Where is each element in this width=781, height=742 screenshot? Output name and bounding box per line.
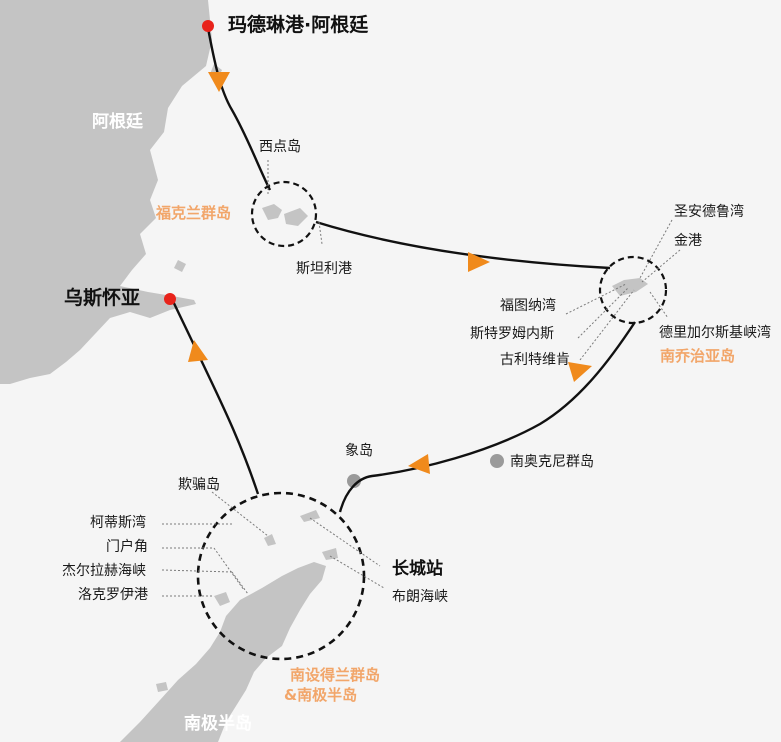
- south-shetland-region-label: 南设得兰群岛: [290, 666, 381, 684]
- portal-point-label: 门户角: [106, 539, 148, 555]
- route-arrow: [568, 362, 592, 382]
- south-shetland-region-circle: [196, 491, 366, 661]
- bransfield-label: 布朗海峡: [392, 589, 448, 605]
- south-shetland-island: [322, 548, 338, 560]
- south-shetland-region-label-2: &南极半岛: [284, 686, 358, 704]
- elephant-island-dot: [347, 474, 361, 488]
- south-georgia-island: [612, 278, 648, 296]
- lockroy-label: 洛克罗伊港: [78, 587, 148, 603]
- cierva-label: 柯蒂斯湾: [90, 515, 146, 531]
- south-america-landmass: [0, 0, 212, 384]
- falklands-region-label: 福克兰群岛: [156, 204, 232, 222]
- south-orkney-label: 南奥克尼群岛: [510, 454, 594, 470]
- falkland-islands: [284, 208, 308, 226]
- drygalski-label: 德里加尔斯基峡湾: [659, 325, 771, 341]
- route-arrow: [208, 72, 230, 92]
- coastal-islet: [174, 260, 186, 272]
- great-wall-label: 长城站: [392, 559, 443, 579]
- antarctic-peninsula-landmass: [120, 562, 326, 742]
- south-shetland-island: [300, 510, 320, 522]
- leader-lines: [161, 160, 681, 597]
- madryn-port-marker: [202, 20, 214, 32]
- route-arrow: [408, 454, 430, 474]
- gold-harbour-label: 金港: [674, 233, 702, 249]
- peninsula-islet: [214, 592, 230, 606]
- falkland-islands: [262, 204, 282, 220]
- stromness-label: 斯特罗姆内斯: [470, 326, 554, 342]
- deception-island: [264, 534, 276, 546]
- route-arrow: [468, 252, 490, 272]
- voyage-route-line: [170, 27, 637, 513]
- south-orkney-dot: [490, 454, 504, 468]
- fortuna-label: 福图纳湾: [500, 298, 556, 314]
- start-port-label: 玛德琳港·阿根廷: [228, 14, 369, 36]
- grytviken-label: 古利特维肯: [500, 352, 570, 368]
- route-arrow: [188, 340, 208, 362]
- argentina-label: 阿根廷: [92, 112, 143, 132]
- south-georgia-region-label: 南乔治亚岛: [660, 347, 736, 365]
- gerlache-label: 杰尔拉赫海峡: [62, 563, 146, 579]
- stanley-label: 斯坦利港: [296, 261, 352, 277]
- deception-label: 欺骗岛: [178, 477, 220, 493]
- west-point-label: 西点岛: [259, 139, 301, 155]
- end-port-label: 乌斯怀亚: [64, 287, 141, 309]
- peninsula-islet: [156, 682, 168, 692]
- falklands-region-circle: [250, 180, 318, 248]
- st-andrews-label: 圣安德鲁湾: [674, 204, 744, 220]
- antarctic-peninsula-label: 南极半岛: [184, 714, 252, 734]
- elephant-island-label: 象岛: [345, 443, 373, 459]
- ushuaia-port-marker: [164, 293, 176, 305]
